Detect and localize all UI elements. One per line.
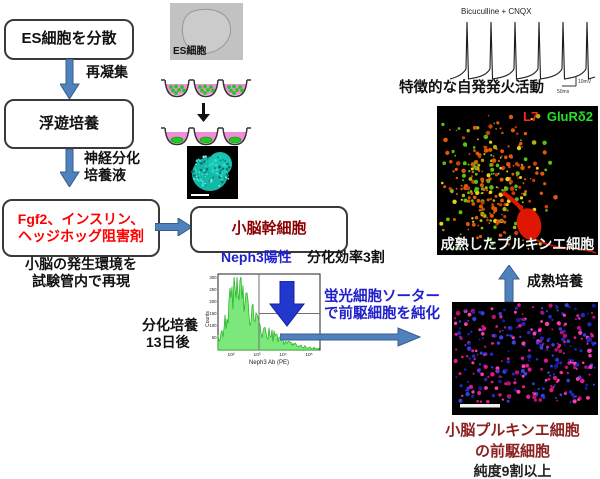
label-neural-medium-line1: 神経分化 (84, 150, 140, 166)
label-neural-medium-line2: 培養液 (84, 166, 126, 183)
mature-purkinje-caption: 成熟したプルキンエ細胞 (440, 236, 595, 252)
ephys-condition-label: Bicuculline + CNQX (461, 7, 532, 16)
scale-bar (460, 404, 500, 408)
svg-text:50: 50 (212, 335, 217, 340)
fluorescence-markers: L7 GluRδ2 (523, 109, 593, 124)
precursor-caption: 小脳プルキンエ細胞 の前駆細胞 純度9割以上 (425, 419, 600, 479)
nuclei-field-icon (453, 303, 597, 408)
es-cell-micrograph: ES細胞 (170, 3, 243, 60)
box-disperse-es-cells: ES細胞を分散 (4, 19, 134, 60)
box-cerebellar-stem-cells: 小脳幹細胞 (190, 206, 348, 253)
precursor-cells-image (452, 302, 598, 415)
label-differentiation-efficiency: 分化効率3割 (307, 249, 385, 265)
box-disperse-label: ES細胞を分散 (21, 30, 117, 48)
svg-text:250: 250 (209, 287, 217, 292)
svg-text:10²: 10² (228, 352, 235, 358)
x-axis-ticks: 10² 10³ 10⁴ 10⁵ (228, 352, 313, 358)
box-suspension-culture: 浮遊培養 (4, 99, 134, 149)
up-arrow-icon (498, 265, 520, 302)
caption-environment: 小脳の発生環境を 試験管内で再現 (0, 256, 162, 290)
label-reaggregate: 再凝集 (86, 64, 128, 80)
label-neph3-positive: Neph3陽性 (221, 249, 292, 265)
factors-line1: Fgf2、インスリン、 (17, 210, 145, 227)
svg-text:100: 100 (209, 323, 217, 328)
scale-bars: 10mV 50ms (557, 76, 592, 95)
scale-mv-label: 10mV (578, 79, 592, 85)
svg-text:200: 200 (209, 299, 217, 304)
svg-text:150: 150 (209, 311, 217, 316)
precursor-caption-line2: の前駆細胞 (474, 443, 550, 460)
caption-environment-line2: 試験管内で再現 (32, 272, 130, 289)
caption-spontaneous-firing: 特徴的な自発発火活動 (399, 80, 544, 96)
label-cell-sorter-line2: で前駆細胞を純化 (324, 306, 440, 323)
caption-environment-line1: 小脳の発生環境を (25, 256, 137, 272)
label-cell-sorter-line1: 蛍光細胞ソーター (324, 289, 440, 305)
box-cerebellar-stem-cells-label: 小脳幹細胞 (231, 220, 307, 238)
y-axis-label: Counts (205, 311, 211, 327)
wells-aggregates-icon (161, 127, 251, 146)
svg-text:10⁵: 10⁵ (305, 352, 312, 358)
spike-traces-icon (449, 21, 596, 80)
box-suspension-label: 浮遊培養 (38, 114, 99, 132)
scale-bar (191, 194, 209, 196)
x-axis-label: Neph3 Ab (PE) (249, 360, 289, 366)
box-growth-factors-label: Fgf2、インスリン、 ヘッジホッグ阻害剤 (18, 211, 144, 246)
big-down-arrow-icon (268, 281, 306, 327)
es-cell-micrograph-label: ES細胞 (173, 46, 207, 57)
label-culture-day-line1: 分化培養 (142, 317, 198, 333)
mature-purkinje-image: L7 GluRδ2 成熟したプルキンエ細胞 (437, 106, 598, 255)
svg-text:300: 300 (209, 275, 217, 280)
label-neural-medium: 神経分化 培養液 (84, 150, 140, 184)
marker-l7: L7 (523, 109, 539, 124)
precursor-purity-label: 純度9割以上 (473, 463, 552, 479)
small-down-arrow-icon (197, 103, 210, 122)
down-arrow-icon (60, 59, 80, 99)
y-axis-ticks: 300 250 200 150 100 50 (209, 275, 217, 340)
svg-text:10⁴: 10⁴ (279, 352, 286, 358)
svg-text:10³: 10³ (254, 352, 261, 358)
wells-dispersed-cells-icon (161, 79, 251, 98)
es-colony-outline-icon (181, 8, 232, 55)
label-cell-sorter: 蛍光細胞ソーター で前駆細胞を純化 (324, 289, 440, 324)
box-growth-factors: Fgf2、インスリン、 ヘッジホッグ阻害剤 (2, 199, 160, 257)
neurosphere-image (187, 146, 238, 199)
marker-glur-delta2: GluRδ2 (546, 109, 593, 124)
factors-line2: ヘッジホッグ阻害剤 (18, 228, 144, 244)
right-arrow-icon (155, 218, 193, 236)
purkinje-cell-icon (439, 113, 597, 254)
histogram-distribution (217, 276, 320, 351)
label-maturation-culture: 成熟培養 (527, 273, 583, 289)
label-culture-day: 分化培養 13日後 (142, 317, 198, 351)
neurosphere-icon (190, 152, 232, 196)
label-culture-day-line2: 13日後 (146, 333, 190, 350)
down-arrow-icon (60, 149, 80, 187)
precursor-caption-line1: 小脳プルキンエ細胞 (445, 422, 580, 439)
scale-ms-label: 50ms (557, 89, 570, 95)
long-right-arrow-icon (280, 327, 422, 347)
axon-line (532, 237, 597, 254)
